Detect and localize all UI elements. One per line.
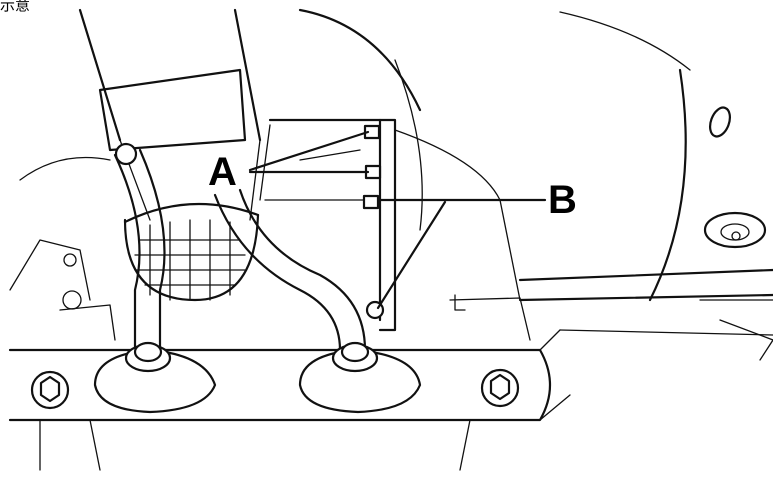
body-panel (298, 8, 767, 302)
mount-washer (703, 211, 767, 249)
right-hanger-pipe (213, 188, 367, 352)
bolt-left (30, 370, 70, 410)
catalytic-converter (123, 202, 260, 302)
exhaust-pipe-upper (78, 8, 262, 221)
cross-member (8, 329, 571, 471)
callout-label-a: A (208, 150, 237, 194)
leader-lines-b (376, 198, 547, 310)
rubber-hanger-left (93, 341, 217, 414)
fastener-b1 (362, 194, 380, 210)
left-hanger-pipe (113, 142, 166, 352)
rubber-hanger-right (298, 341, 422, 414)
body-hole (709, 106, 731, 138)
frame-rail (449, 268, 773, 361)
callout-label-b: B (548, 178, 577, 222)
corner-text-fragment: 示意 (0, 0, 31, 14)
bolt-right (480, 368, 520, 408)
left-side-components (9, 156, 116, 341)
leader-lines-a (248, 130, 370, 174)
